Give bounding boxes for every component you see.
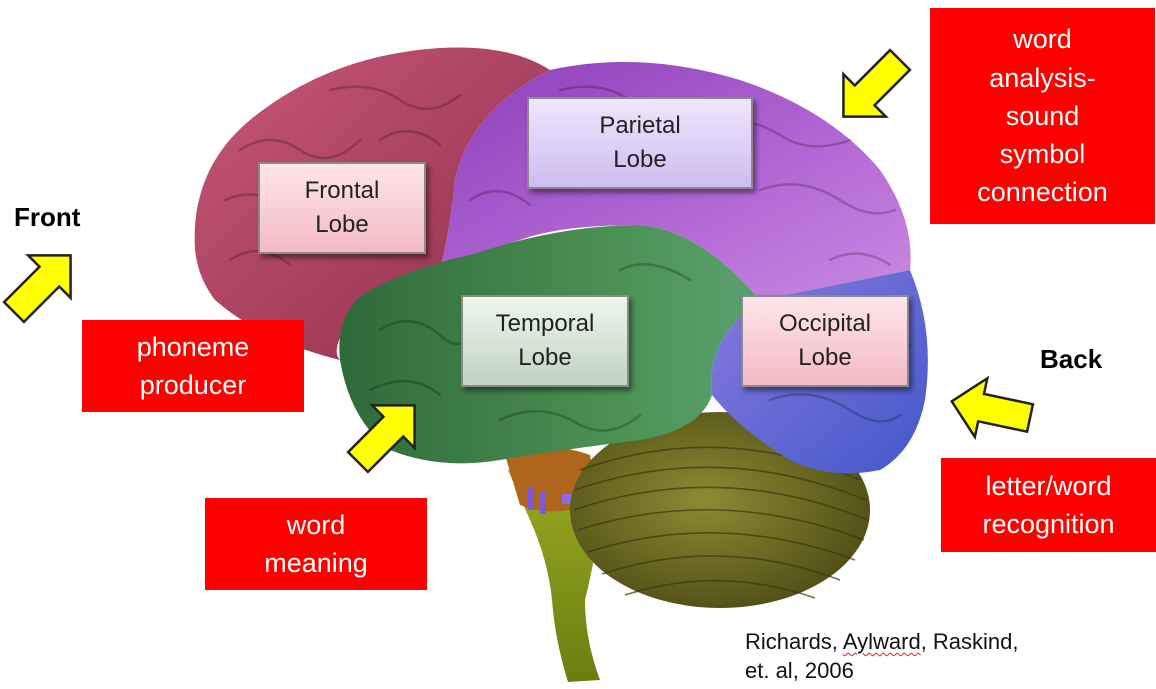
citation-line-2: et. al, 2006	[745, 657, 1019, 686]
citation-author-misspelled: Aylward	[843, 629, 921, 654]
citation: Richards, Aylward, Raskind, et. al, 2006	[745, 628, 1019, 685]
citation-line-1: Richards, Aylward, Raskind,	[745, 628, 1019, 657]
